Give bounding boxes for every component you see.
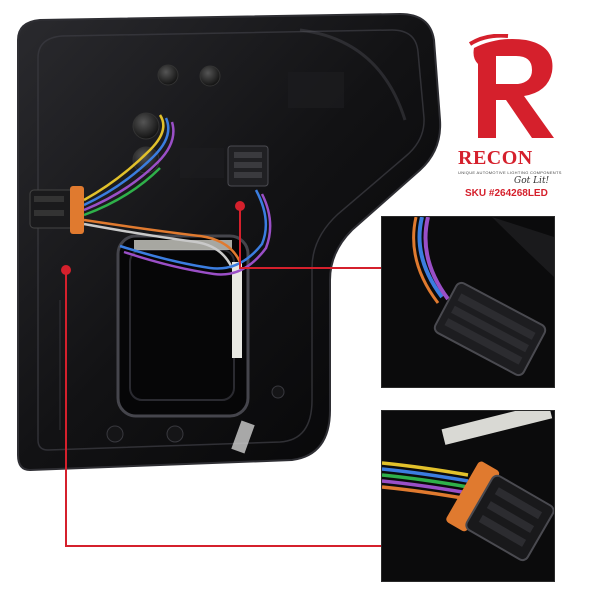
- led-strip: [232, 262, 242, 358]
- detail-inset-top-connector: [381, 216, 555, 388]
- recon-brand-block: RECON UNIQUE AUTOMOTIVE LIGHTING COMPONE…: [458, 34, 582, 186]
- connector-closeup-image: [382, 217, 554, 387]
- callout-bottom: [65, 270, 430, 547]
- housing-window: [116, 234, 250, 418]
- callout-top: [239, 206, 430, 269]
- socket: [157, 64, 179, 86]
- socket: [132, 146, 160, 174]
- recon-r-logo-icon: [468, 34, 554, 138]
- brand-tagline: UNIQUE AUTOMOTIVE LIGHTING COMPONENTS: [458, 170, 562, 175]
- brand-wordmark: RECON: [458, 147, 533, 169]
- brand-slogan: Got Lit!: [514, 176, 550, 186]
- side-connector-closeup-image: [382, 411, 554, 581]
- detail-inset-side-connector: [381, 410, 555, 582]
- product-sku: SKU #264268LED: [465, 188, 548, 199]
- callout-marker: [235, 201, 245, 211]
- housing-inner-rim: [37, 29, 425, 451]
- callout-marker: [61, 265, 71, 275]
- socket: [132, 112, 160, 140]
- socket: [199, 65, 221, 87]
